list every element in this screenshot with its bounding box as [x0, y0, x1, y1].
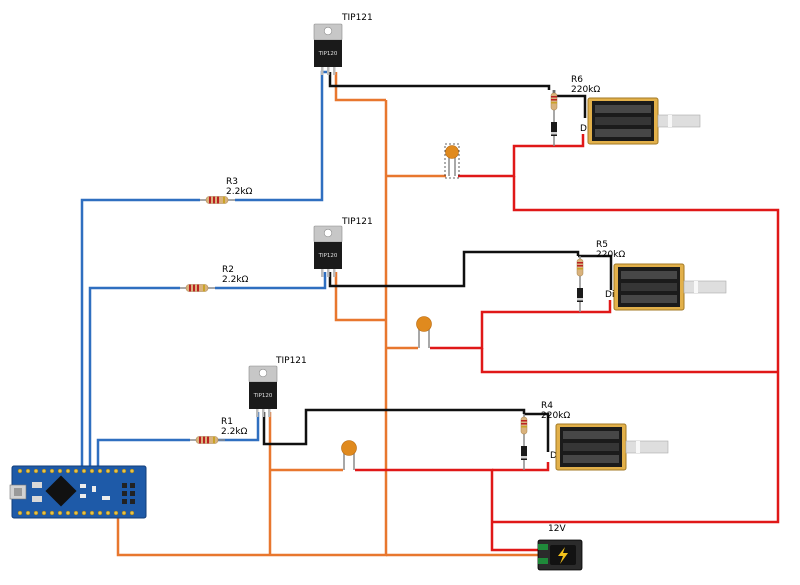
board-pin-row-top	[17, 468, 135, 474]
base-resistor-r1	[190, 436, 225, 444]
wire-mid-loop	[480, 348, 778, 374]
wire-base-bot	[215, 412, 260, 442]
board-pin-row-bottom	[17, 510, 135, 516]
r5-name: R5	[596, 240, 608, 250]
pulldown-resistor-r5	[576, 256, 584, 280]
lightning-icon	[558, 547, 568, 564]
wire-gnd-bus	[116, 100, 388, 557]
base-resistor-r2	[180, 284, 215, 292]
wire-sol-bot-pos	[492, 462, 550, 472]
transistor-top: TIP120	[313, 23, 343, 75]
transistor-top-marking: TIP120	[318, 51, 338, 57]
transistor-top-label: TIP121	[341, 13, 373, 23]
solenoid-mid	[613, 263, 727, 311]
diode-bot	[521, 438, 527, 470]
capacitor-bot	[341, 440, 357, 470]
wire-v12-bus	[492, 176, 780, 524]
wire-collector-mid	[328, 250, 580, 288]
r1-value: 2.2kΩ	[221, 427, 248, 437]
solenoid-top	[587, 97, 701, 145]
r2-name: R2	[222, 265, 234, 275]
r5-value: 220kΩ	[596, 250, 625, 260]
red-wires	[355, 134, 780, 552]
diode-top	[551, 114, 557, 146]
r2-value: 2.2kΩ	[222, 275, 249, 285]
solenoid-bot	[555, 423, 669, 471]
wire-pin-top	[80, 198, 200, 470]
wire-emitter-top	[334, 72, 386, 102]
microcontroller-board	[9, 465, 147, 519]
transistor-bot: TIP120	[248, 365, 278, 417]
diode-mid	[577, 280, 583, 312]
wire-collector-mid-b	[578, 254, 613, 290]
r4-name: R4	[541, 401, 553, 411]
capacitor-top	[444, 143, 460, 179]
transistor-mid-marking: TIP120	[318, 253, 338, 259]
wire-collector-top	[328, 72, 551, 90]
r6-value: 220kΩ	[571, 85, 600, 95]
wire-pin-mid	[88, 286, 180, 470]
transistor-mid: TIP120	[313, 225, 343, 277]
wire-cap-bot-pos	[355, 468, 540, 552]
wire-base-mid	[215, 272, 327, 290]
power-jack	[537, 539, 583, 571]
pulldown-resistor-r4	[520, 414, 528, 438]
wire-collector-bot-b	[524, 412, 550, 452]
wire-emitter-mid	[334, 272, 386, 322]
wire-cap-top-pos	[458, 134, 585, 178]
power-label: 12V	[548, 524, 566, 534]
wire-base-top	[235, 70, 328, 202]
wire-pin-bot	[96, 438, 190, 470]
transistor-bot-marking: TIP120	[253, 393, 273, 399]
base-resistor-r3	[200, 196, 235, 204]
r6-name: R6	[571, 75, 583, 85]
r3-value: 2.2kΩ	[226, 187, 253, 197]
board-chip	[45, 475, 77, 507]
capacitor-mid	[416, 316, 432, 348]
board-header	[122, 483, 135, 504]
transistor-bot-label: TIP121	[275, 356, 307, 366]
blue-wires	[80, 70, 328, 470]
transistor-mid-label: TIP121	[341, 217, 373, 227]
r1-name: R1	[221, 417, 233, 427]
wire-cap-mid-pos	[430, 300, 612, 350]
r4-value: 220kΩ	[541, 411, 570, 421]
r3-name: R3	[226, 177, 238, 187]
wire-collector-bot	[262, 408, 526, 446]
pulldown-resistor-r6	[550, 90, 558, 114]
orange-wires	[116, 72, 540, 557]
